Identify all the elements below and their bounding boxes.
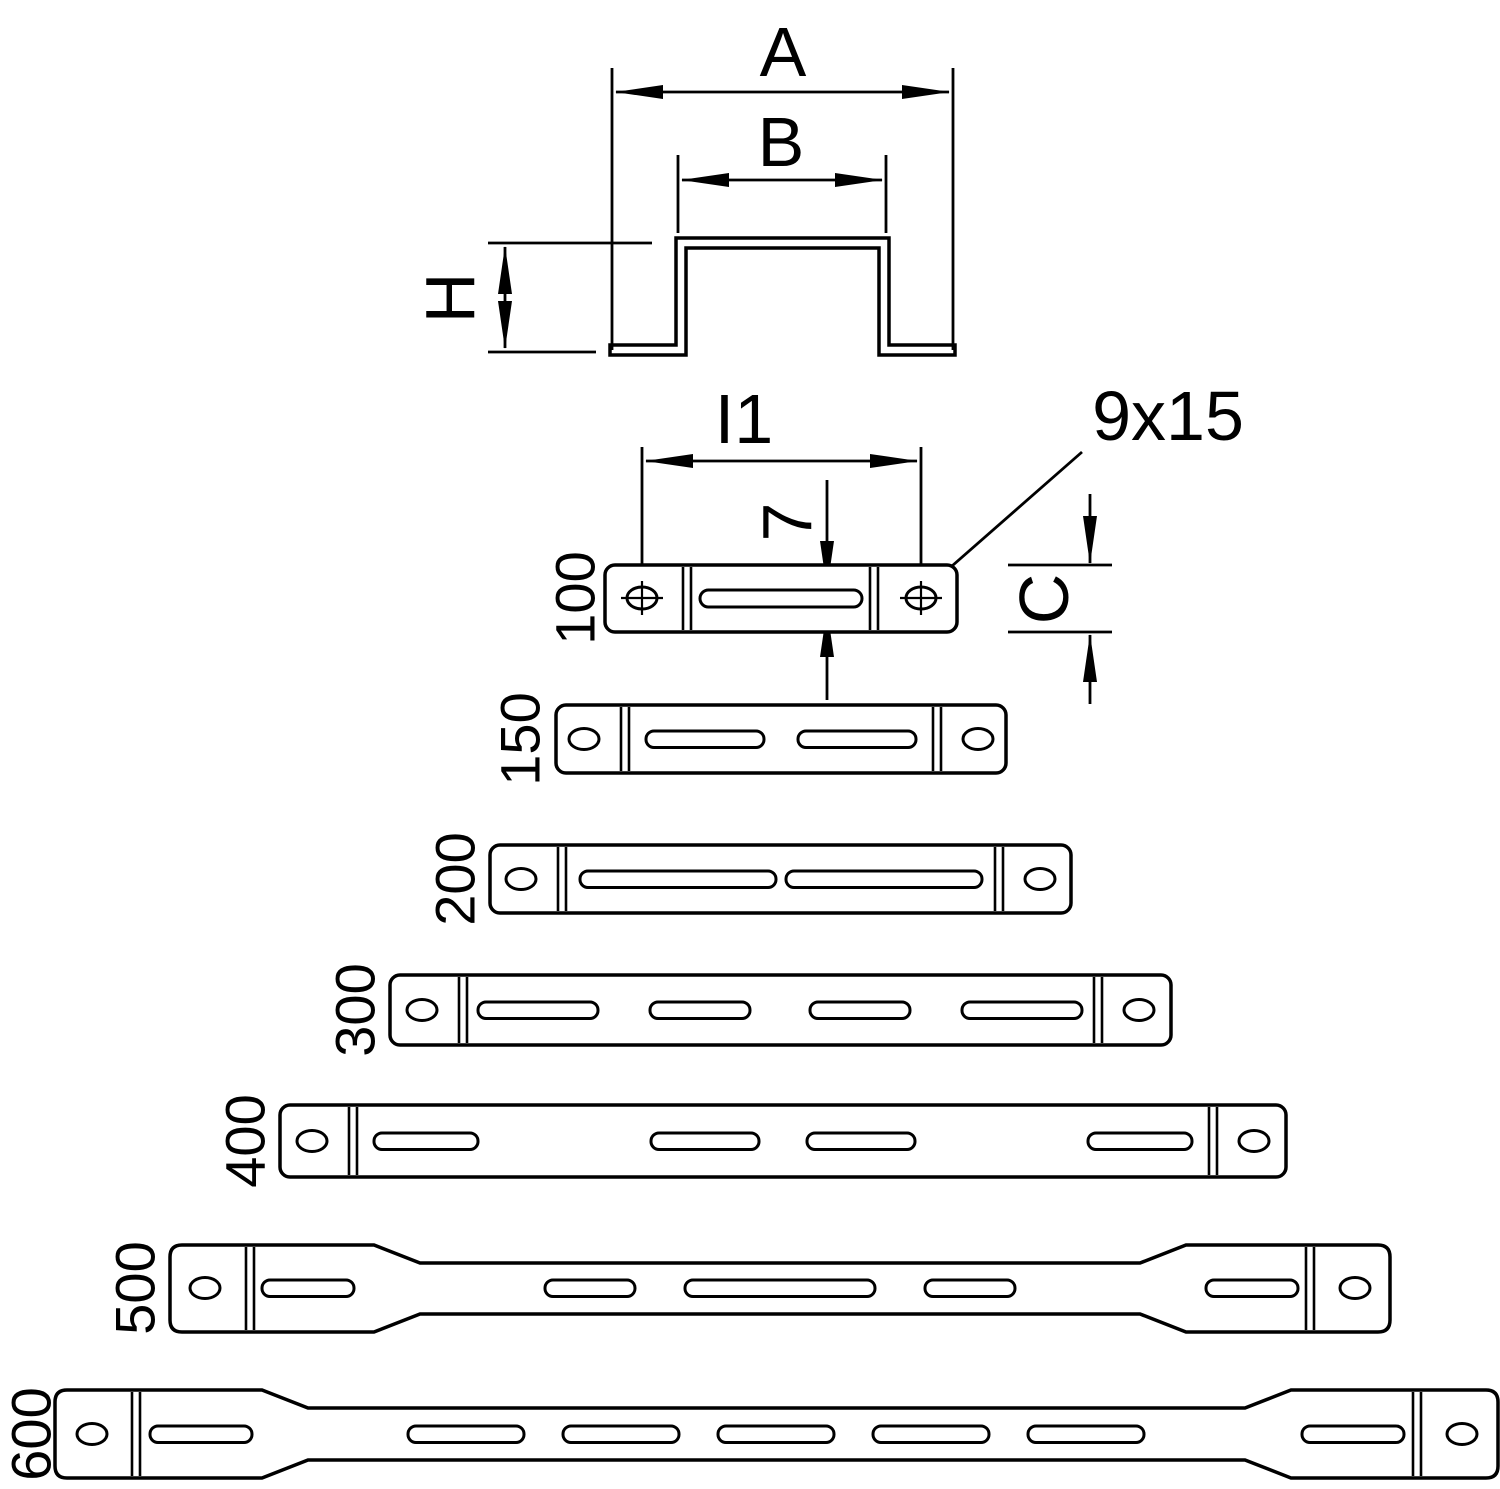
bracket-600: 600	[0, 1387, 1500, 1481]
bracket-body	[278, 1103, 1288, 1179]
slot	[784, 869, 984, 889]
bend-marks	[457, 977, 1104, 1043]
bend-marks	[244, 1247, 1316, 1330]
size-label-300: 300	[324, 963, 387, 1056]
bracket-body	[388, 973, 1173, 1047]
bracket-500: 500	[104, 1241, 1392, 1335]
bend-marks	[347, 1107, 1219, 1175]
size-label-600: 600	[0, 1387, 63, 1480]
end-hole	[567, 727, 601, 751]
bracket-400: 400	[214, 1094, 1288, 1188]
extension-lines	[640, 447, 923, 586]
slot	[372, 1131, 480, 1151]
slot	[716, 1424, 836, 1444]
dim-label-a: A	[760, 13, 807, 91]
slot	[923, 1278, 1017, 1298]
slot	[561, 1424, 681, 1444]
slot	[871, 1424, 991, 1444]
bend-marks	[681, 567, 880, 630]
slot	[698, 588, 864, 609]
bracket-200: 200	[424, 832, 1073, 926]
slot	[578, 869, 778, 889]
slot	[960, 1000, 1084, 1020]
slot	[808, 1000, 912, 1020]
slot	[1086, 1131, 1194, 1151]
slot	[805, 1131, 917, 1151]
bracket-100: 100	[544, 551, 959, 645]
slot	[260, 1278, 356, 1298]
profile-outline	[608, 236, 957, 357]
slot	[543, 1278, 637, 1298]
dim-label-b: B	[758, 103, 805, 181]
bracket-body	[554, 703, 1008, 775]
end-hole	[1445, 1422, 1479, 1446]
dim-label-c: C	[1005, 574, 1083, 625]
slot	[1204, 1278, 1300, 1298]
extension-lines	[488, 241, 652, 354]
size-label-100: 100	[544, 551, 607, 644]
slot	[644, 729, 766, 749]
bracket-body	[488, 843, 1073, 915]
end-hole	[900, 581, 942, 615]
extension-lines	[610, 68, 955, 350]
end-hole	[621, 581, 663, 615]
dimension-inner-width: B	[676, 103, 888, 233]
dim-label-i1: I1	[715, 380, 773, 458]
end-hole	[75, 1422, 109, 1446]
end-hole	[295, 1129, 329, 1153]
end-hole	[504, 867, 538, 891]
dimension-hole-distance: I1	[640, 380, 923, 586]
end-hole	[961, 727, 995, 751]
dimension-overall-width: A	[610, 13, 955, 350]
end-hole	[1023, 867, 1057, 891]
bend-marks	[556, 847, 1005, 911]
slot	[406, 1424, 526, 1444]
leader-line	[927, 450, 1083, 589]
end-hole	[1338, 1276, 1372, 1300]
end-hole	[1237, 1129, 1271, 1153]
dim-label-7: 7	[748, 503, 826, 542]
bracket-300: 300	[324, 963, 1173, 1057]
slot	[796, 729, 918, 749]
size-label-400: 400	[214, 1094, 277, 1187]
size-label-200: 200	[424, 832, 487, 925]
cross-section-view	[608, 236, 957, 357]
slot-size-label: 9x15	[1092, 377, 1244, 455]
dimension-profile-height: H	[411, 241, 652, 354]
extension-lines	[1008, 563, 1112, 634]
dimension-flange-width: C	[1005, 494, 1112, 704]
size-label-150: 150	[489, 692, 552, 785]
slot	[148, 1424, 254, 1444]
size-label-500: 500	[104, 1241, 167, 1334]
bend-marks	[130, 1392, 1423, 1476]
slot	[476, 1000, 600, 1020]
end-hole	[405, 998, 439, 1022]
bend-marks	[619, 707, 943, 771]
slot	[1300, 1424, 1406, 1444]
slot	[683, 1278, 877, 1298]
slot-size-callout: 9x15	[927, 377, 1244, 589]
bracket-150: 150	[489, 692, 1008, 786]
slot	[1026, 1424, 1146, 1444]
end-hole	[188, 1276, 222, 1300]
extension-lines	[676, 155, 888, 233]
slot	[648, 1000, 752, 1020]
dim-label-h: H	[411, 273, 489, 324]
end-hole	[1122, 998, 1156, 1022]
slot	[649, 1131, 761, 1151]
